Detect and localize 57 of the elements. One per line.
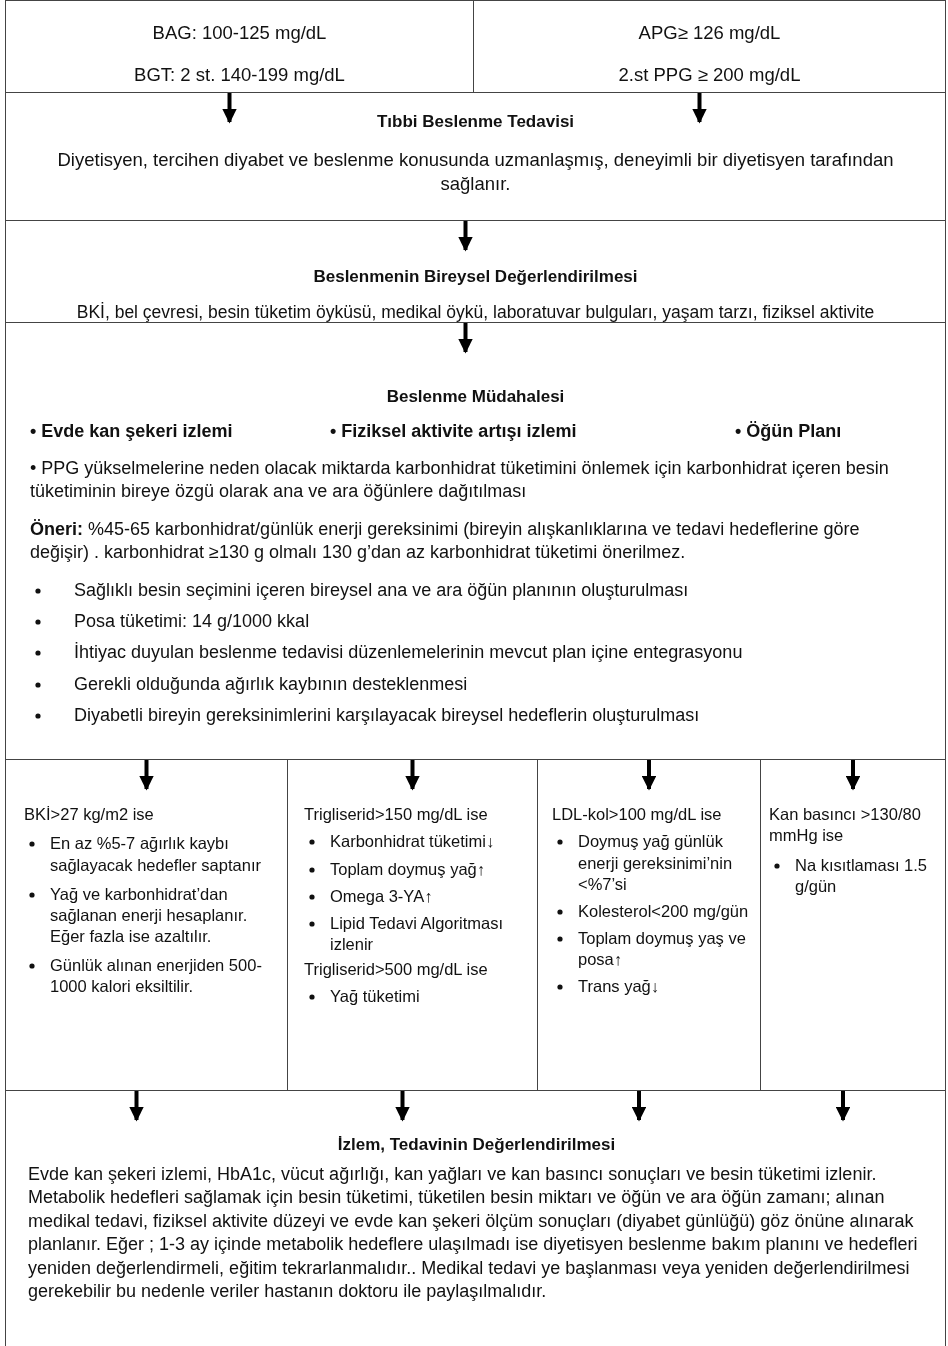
list-item: • Öğün Planı	[735, 421, 842, 442]
box-title: Beslenmenin Bireysel Değerlendirilmesi	[312, 267, 639, 287]
list-item: Sağlıklı besin seçimini içeren bireysel ana ve ara öğün planının oluşturulması	[74, 578, 690, 602]
list-item: • Evde kan şekeri izlemi	[30, 421, 233, 442]
list-item: Gerekli olduğunda ağırlık kaybının desteklenmesi	[74, 672, 469, 696]
body-text: • PPG yükselmelerine neden olacak miktarda karbonhidrat tüketimini önlemek için karbonhidrat içeren besin tüketiminin bireye özgü olarak ana ve ara öğünlere dağıtılması	[30, 457, 890, 504]
list-item: Yağ ve karbonhidrat’dan sağlanan enerji hesaplanır. Eğer fazla ise azaltılır.	[50, 883, 249, 947]
process-box	[473, 0, 946, 93]
arrow	[458, 323, 473, 354]
box-title: İzlem, Tedavinin Değerlendirilmesi	[336, 1135, 617, 1155]
body-text: 2.st PPG ≥ 200 mg/dL	[617, 63, 802, 88]
list-item: Yağ tüketimi	[330, 986, 421, 1008]
list-item: Posa tüketimi: 14 g/1000 kkal	[74, 609, 311, 633]
body-text: BGT: 2 st. 140-199 mg/dL	[133, 63, 346, 88]
body-text: BAG: 100-125 mg/dL	[151, 21, 328, 45]
arrow	[405, 760, 420, 791]
condition-text: Trigliserid>500 mg/dL ise	[304, 959, 489, 980]
process-box	[5, 220, 946, 323]
arrow	[129, 1091, 144, 1122]
body-text: Evde kan şekeri izlemi, HbA1c, vücut ağırlığı, kan yağları ve kan basıncı sonuçları ve besin tüketimi izlenir. Metabolik hedefleri sağlamak için besin tüketimi, tüketilen besin miktarı ve öğün ve ara öğün zamanı; alınan medikal tedavi, fiziksel aktivite düzeyi ve evde kan şekeri ölçüm sonuçları (diyabet günlüğü) göz önüne alınarak planlanır. Eğer ; 1-3 ay içinde metabolik hedeflere ulaşılmadı ise diyetisyen beslenme bakım planını ve hedefleri yeniden değerlendirmeli, eğitim tekrarlanmalıdır.. Medikal tedavi ye başlanması veya yeniden değerlendirilmesi gerekebilir bu nedenle veriler hastanın doktoru ile paylaşılmalıdır.	[28, 1163, 919, 1303]
process-box	[5, 92, 946, 221]
arrow	[835, 1091, 851, 1122]
body-text: BKİ, bel çevresi, besin tüketim öyküsü, medikal öykü, laboratuvar bulguları, yaşam tarzı, fiziksel aktivite	[75, 301, 876, 324]
arrow	[395, 1091, 410, 1122]
box-title: Beslenme Müdahalesi	[385, 387, 566, 407]
body-text: Diyetisyen, tercihen diyabet ve beslenme konusunda uzmanlaşmış, deneyimli bir diyetisyen tarafından sağlanır.	[56, 148, 895, 197]
list-item: Na kısıtlaması 1.5 g/gün	[795, 854, 929, 897]
list-item: Karbonhidrat tüketimi↓	[330, 831, 496, 853]
list-item: Trans yağ↓	[578, 976, 660, 998]
condition-text: Trigliserid>150 mg/dL ise	[304, 804, 489, 825]
box-title: Tıbbi Beslenme Tedavisi	[375, 112, 576, 132]
arrow	[845, 760, 861, 791]
list-item: Diyabetli bireyin gereksinimlerini karşılayacak bireysel hedeflerin oluşturulması	[74, 704, 701, 728]
list-item: • Fiziksel aktivite artışı izlemi	[330, 421, 577, 442]
list-item: En az %5-7 ağırlık kaybı sağlayacak hedefler saptanır	[50, 833, 262, 876]
arrow	[631, 1091, 647, 1122]
arrow	[139, 760, 154, 791]
arrow	[222, 93, 237, 124]
process-box	[5, 322, 946, 760]
list-item: İhtiyac duyulan beslenme tedavisi düzenlemelerinin mevcut plan içine entegrasyonu	[74, 641, 744, 665]
body-text: Öneri: %45-65 karbonhidrat/günlük enerji gereksinimi (bireyin alışkanlıklarına ve tedavi hedeflerine göre değişir) . karbonhidrat ≥130 g olmalı 130 g’dan az karbonhidrat tüketimi önerilmez.	[30, 517, 861, 565]
arrow	[641, 760, 657, 791]
list-item: Doymuş yağ günlük enerji gereksinimi’nin <%7’si	[578, 831, 734, 895]
process-box	[5, 0, 474, 93]
condition-text: BKİ>27 kg/m2 ise	[24, 804, 155, 825]
arrow	[458, 221, 473, 252]
list-item: Günlük alınan enerjiden 500-1000 kalori eksiltilir.	[50, 955, 263, 998]
list-item: Kolesterol<200 mg/gün	[578, 900, 750, 922]
condition-text: Kan basıncı >130/80 mmHg ise	[769, 804, 922, 847]
condition-text: LDL-kol>100 mg/dL ise	[552, 804, 723, 825]
process-box	[5, 1090, 946, 1346]
list-item: Lipid Tedavi Algoritması izlenir	[330, 912, 505, 955]
arrow	[692, 93, 707, 124]
list-item: Toplam doymuş yaş ve posa↑	[578, 927, 747, 970]
list-item: Toplam doymuş yağ↑	[330, 858, 486, 880]
body-text: APG≥ 126 mg/dL	[637, 21, 782, 45]
list-item: Omega 3-YA↑	[330, 885, 434, 907]
